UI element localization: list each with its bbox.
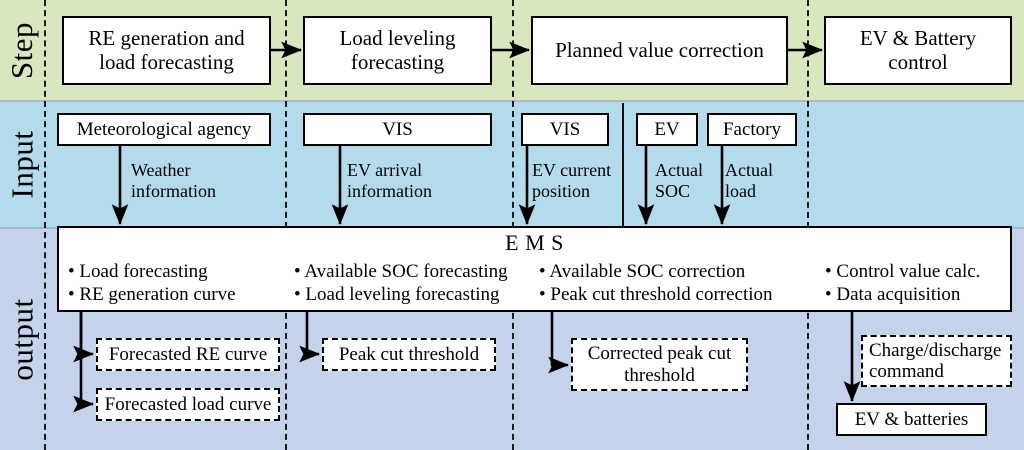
ems-column-4: • Control value calc. • Data acquisition (825, 260, 980, 306)
input-flow-2-text: EV arrival information (347, 160, 432, 202)
arrow-ems-forecasted-re-curve (73, 312, 95, 363)
ems-box[interactable]: E M S (57, 226, 1012, 312)
output-box-charge-discharge-command[interactable]: Charge/discharge command (861, 335, 1012, 387)
input-source-factory[interactable]: Factory (707, 113, 797, 146)
input-flow-label-1: Weather information (131, 160, 241, 202)
output-box-4-label: Corrected peak cut threshold (587, 343, 732, 386)
output-box-corrected-peak-cut-threshold[interactable]: Corrected peak cut threshold (571, 338, 748, 391)
ems-column-2: • Available SOC forecasting • Load level… (294, 260, 508, 306)
input-source-vis-arrival[interactable]: VIS (303, 113, 492, 146)
output-box-forecasted-re-curve[interactable]: Forecasted RE curve (96, 338, 280, 371)
input-flow-label-2: EV arrival information (347, 160, 457, 202)
output-box-1-label: Forecasted RE curve (108, 343, 268, 365)
step-box-3[interactable]: Planned value correction (531, 16, 788, 85)
column-divider-2 (512, 0, 514, 450)
step-box-2[interactable]: Load leveling forecasting (303, 16, 492, 85)
input-flow-4-text: Actual SOC (655, 160, 703, 202)
input-subdivider (622, 103, 624, 228)
input-source-5-label: Factory (722, 118, 782, 140)
step-box-3-label: Planned value correction (555, 37, 764, 62)
input-source-ev[interactable]: EV (636, 113, 698, 146)
ems-title: E M S (59, 230, 1010, 256)
column-divider-3 (807, 0, 809, 450)
ems-column-1: • Load forecasting • RE generation curve (68, 260, 236, 306)
input-flow-3-text: EV current position (532, 160, 612, 202)
ems-title-text: E M S (505, 230, 564, 255)
input-source-1-label: Meteorological agency (76, 118, 252, 140)
column-divider-1 (285, 0, 287, 450)
step-box-4[interactable]: EV & Battery control (824, 16, 1012, 85)
ems-col2-item2: • Load leveling forecasting (294, 284, 500, 306)
output-box-6-label: EV & batteries (854, 408, 969, 430)
input-flow-label-3: EV current position (532, 160, 618, 202)
input-source-2-label: VIS (382, 118, 413, 140)
output-box-3-label: Peak cut threshold (338, 343, 480, 365)
input-flow-label-4: Actual SOC (655, 160, 713, 202)
step-box-1[interactable]: RE generation and load forecasting (62, 16, 271, 85)
ems-col1-item1: • Load forecasting (68, 261, 208, 282)
ems-column-3: • Available SOC correction • Peak cut th… (539, 260, 773, 306)
input-source-4-label: EV (654, 118, 680, 140)
ems-col4-item1: • Control value calc. (825, 261, 981, 282)
arrow-ems-forecasted-load-curve (73, 312, 95, 413)
arrow-ems-peak-cut-threshold (299, 312, 321, 363)
step-box-1-label: RE generation and load forecasting (88, 25, 245, 74)
input-flow-1-text: Weather information (131, 160, 216, 202)
output-box-forecasted-load-curve[interactable]: Forecasted load curve (96, 388, 280, 421)
input-flow-5-text: Actual load (725, 160, 773, 202)
step-box-2-label: Load leveling forecasting (339, 25, 456, 74)
column-divider-label (44, 0, 46, 450)
input-source-3-label: VIS (549, 118, 581, 140)
ems-col3-item1: • Available SOC correction (539, 261, 746, 282)
input-flow-label-5: Actual load (725, 160, 787, 202)
ems-col2-item1: • Available SOC forecasting (294, 261, 508, 282)
output-box-5-label: Charge/discharge command (869, 339, 1002, 382)
input-source-vis-position[interactable]: VIS (521, 113, 609, 146)
output-box-2-label: Forecasted load curve (104, 393, 272, 415)
input-source-meteorological-agency[interactable]: Meteorological agency (57, 113, 271, 146)
ems-col3-item2: • Peak cut threshold correction (539, 284, 773, 306)
arrow-ems-corrected-peak-cut-threshold (548, 312, 570, 374)
ems-col1-item2: • RE generation curve (68, 284, 236, 306)
ems-col4-item2: • Data acquisition (825, 284, 961, 306)
output-box-ev-and-batteries[interactable]: EV & batteries (836, 403, 987, 436)
output-box-peak-cut-threshold[interactable]: Peak cut threshold (322, 338, 496, 371)
step-box-4-label: EV & Battery control (859, 25, 977, 74)
